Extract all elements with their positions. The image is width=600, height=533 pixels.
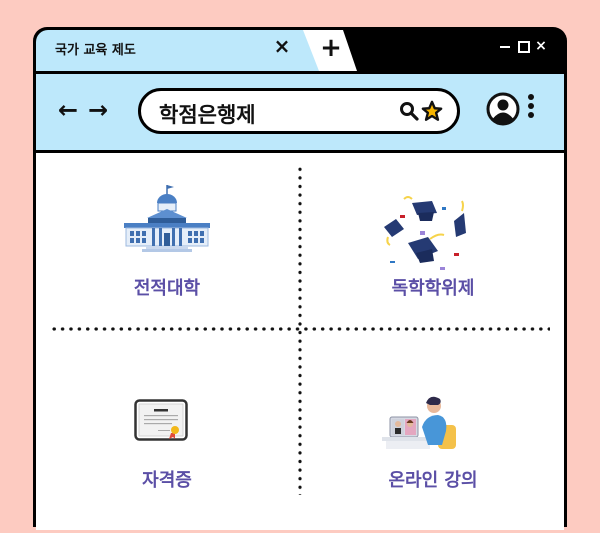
tab-bar: 국가 교육 제도 × + ×	[33, 27, 567, 71]
grid-item-certificate[interactable]: 자격증	[36, 333, 298, 533]
window-controls: ×	[499, 38, 547, 54]
browser-window: 국가 교육 제도 × + × ← → 학점은행제	[33, 27, 567, 530]
back-arrow-icon[interactable]: ←	[57, 96, 79, 124]
active-tab[interactable]	[36, 30, 328, 71]
search-icon[interactable]	[399, 101, 419, 121]
graduation-caps-icon	[384, 196, 466, 270]
university-building-icon	[124, 185, 210, 252]
user-profile-icon[interactable]	[486, 92, 520, 126]
content-area: 전적대학 독학학위제	[36, 150, 564, 530]
grid-item-university[interactable]: 전적대학	[36, 153, 298, 328]
online-lecture-icon	[382, 396, 456, 449]
kebab-menu-icon[interactable]	[527, 94, 535, 124]
star-icon[interactable]	[421, 100, 443, 122]
grid-item-label: 독학학위제	[391, 278, 475, 299]
forward-arrow-icon[interactable]: →	[87, 96, 109, 124]
horizontal-divider	[50, 327, 550, 331]
grid-item-label: 자격증	[142, 470, 192, 491]
plus-icon[interactable]: +	[320, 33, 342, 63]
grid-item-label: 전적대학	[133, 278, 201, 299]
address-text[interactable]: 학점은행제	[159, 103, 256, 127]
browser-toolbar: ← → 학점은행제	[36, 71, 564, 150]
close-window-icon[interactable]: ×	[535, 38, 547, 54]
tab-close-icon[interactable]: ×	[273, 34, 291, 58]
grid-item-label: 온라인 강의	[388, 470, 478, 491]
minimize-icon[interactable]	[499, 40, 511, 52]
grid-item-online-lecture[interactable]: 온라인 강의	[302, 333, 564, 533]
tab-title: 국가 교육 제도	[55, 43, 136, 58]
grid-item-self-study-degree[interactable]: 독학학위제	[302, 153, 564, 328]
address-bar[interactable]: 학점은행제	[138, 88, 460, 134]
maximize-icon[interactable]	[517, 40, 530, 53]
certificate-icon	[134, 399, 188, 441]
